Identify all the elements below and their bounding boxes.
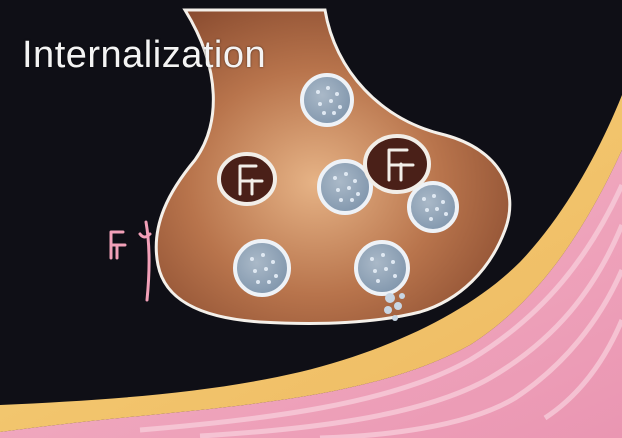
vesicle-icon bbox=[356, 242, 408, 294]
vesicle-icon bbox=[409, 183, 457, 231]
vesicle-icon bbox=[319, 161, 371, 213]
vesicle-icon bbox=[235, 241, 289, 295]
receptor-vesicle-icon bbox=[219, 154, 275, 204]
slide-title: Internalization bbox=[22, 34, 266, 77]
vesicle-icon bbox=[302, 75, 352, 125]
receptor-vesicle-icon bbox=[365, 136, 429, 192]
